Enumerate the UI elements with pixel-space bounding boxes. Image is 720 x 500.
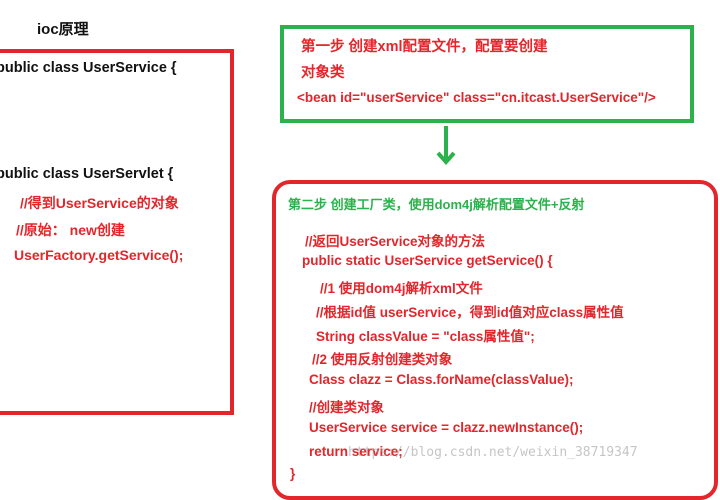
watermark: https://blog.csdn.net/weixin_38719347 xyxy=(348,445,638,460)
step1-heading-line1: 第一步 创建xml配置文件，配置要创建 xyxy=(301,39,548,55)
step1-heading-line2: 对象类 xyxy=(301,65,345,81)
code-line-3: //1 使用dom4j解析xml文件 xyxy=(320,281,483,296)
user-service-box xyxy=(0,49,234,415)
code-line-2: public static UserService getService() { xyxy=(302,253,553,268)
comment-original-new: //原始： new创建 xyxy=(16,222,125,238)
comment-get-object: //得到UserService的对象 xyxy=(20,195,179,211)
user-service-class-line: public class UserService { xyxy=(0,60,177,76)
code-line-10: return service; xyxy=(309,444,403,459)
code-line-9: UserService service = clazz.newInstance(… xyxy=(309,420,584,435)
code-line-5: String classValue = "class属性值"; xyxy=(316,329,535,344)
user-servlet-class-line: public class UserServlet { xyxy=(0,166,174,182)
step2-heading: 第二步 创建工厂类，使用dom4j解析配置文件+反射 xyxy=(288,197,585,212)
step1-xml-line: <bean id="userService" class="cn.itcast.… xyxy=(297,90,656,105)
step1-box xyxy=(280,25,694,123)
code-line-8: //创建类对象 xyxy=(309,400,385,415)
down-arrow-icon xyxy=(436,126,456,166)
code-line-1: //返回UserService对象的方法 xyxy=(305,234,486,249)
code-line-6: //2 使用反射创建类对象 xyxy=(312,352,453,367)
diagram-title: ioc原理 xyxy=(37,21,89,38)
factory-call-line: UserFactory.getService(); xyxy=(14,247,184,263)
code-line-4: //根据id值 userService，得到id值对应class属性值 xyxy=(316,305,624,320)
code-line-7: Class clazz = Class.forName(classValue); xyxy=(309,372,574,387)
